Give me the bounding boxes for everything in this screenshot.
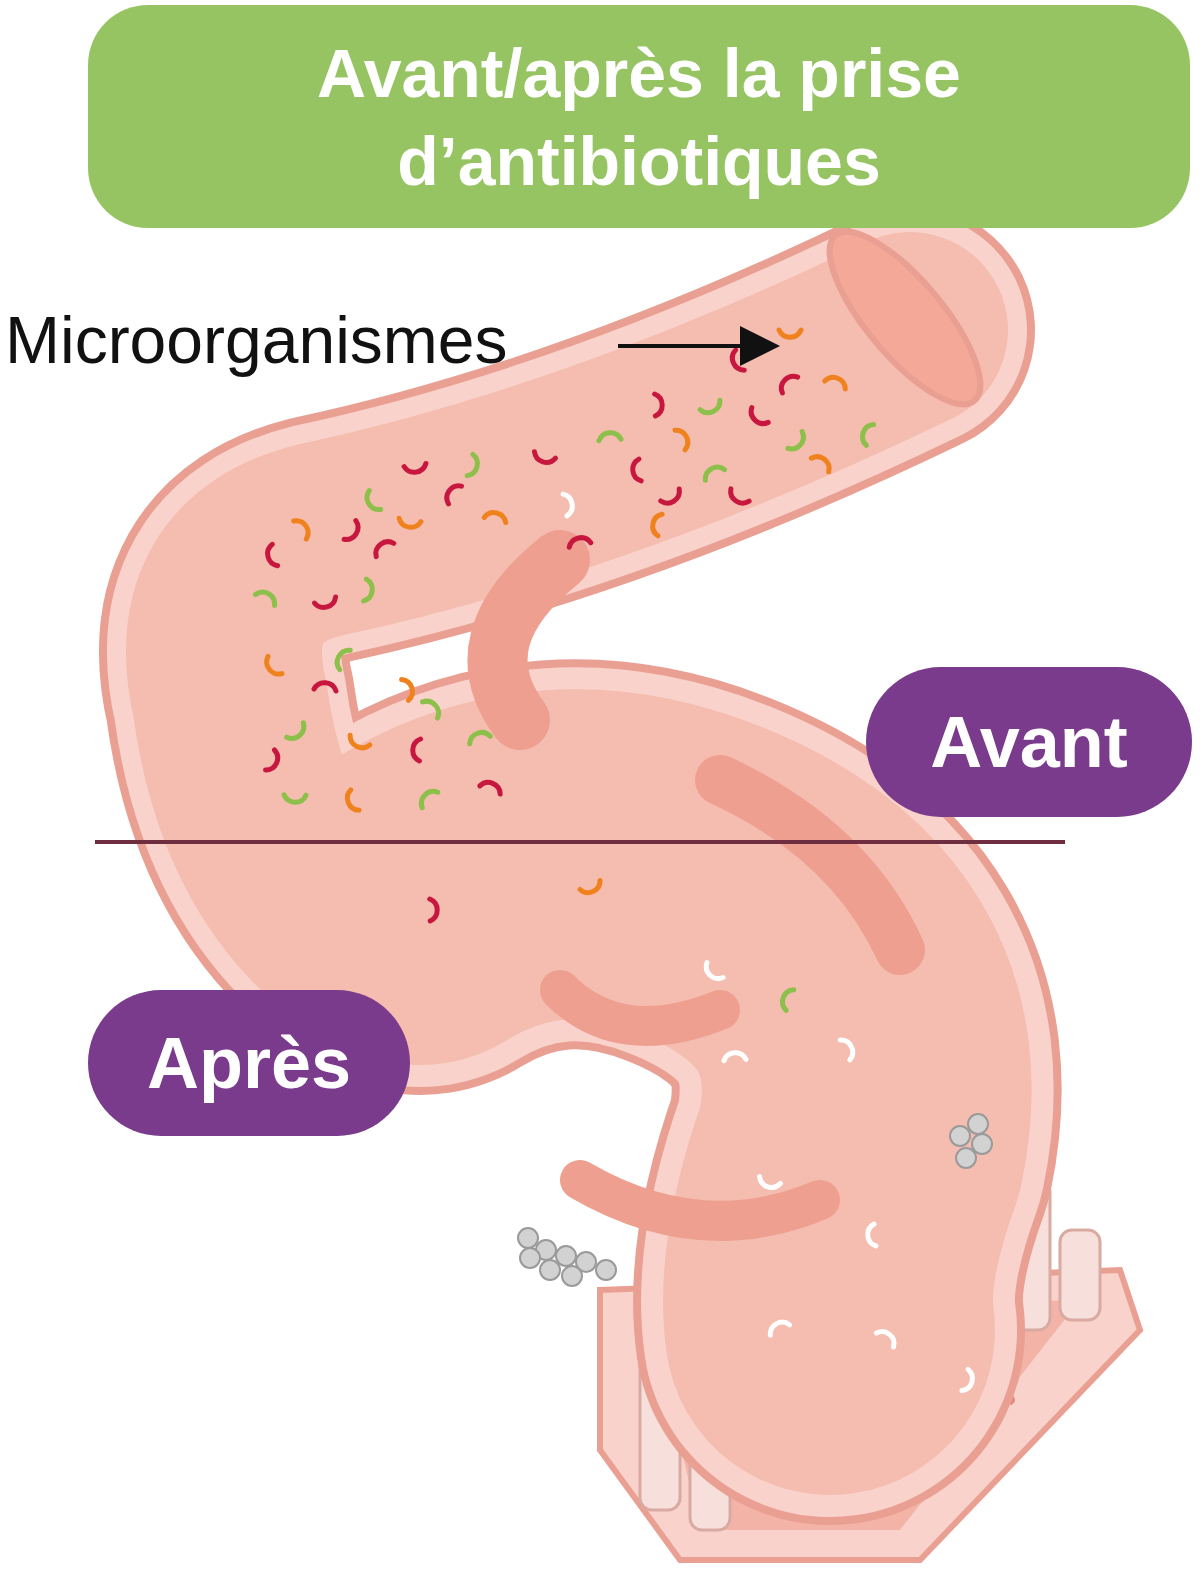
microorganism <box>344 790 359 813</box>
microorganism <box>655 394 663 416</box>
microorganism <box>344 521 362 543</box>
microorganism <box>825 374 848 389</box>
microorganism <box>651 513 662 536</box>
microorganism <box>347 735 370 751</box>
microorganism <box>266 750 282 773</box>
microorganism <box>333 647 350 670</box>
microorganism <box>443 482 462 504</box>
microorganism <box>287 723 308 743</box>
microorganism <box>398 518 421 529</box>
callout-label: Microorganismes <box>5 300 507 380</box>
microorganism <box>675 427 691 450</box>
microorganism <box>467 454 480 477</box>
microorganism <box>484 511 507 523</box>
microorganism <box>363 491 381 514</box>
microorganism <box>430 899 438 921</box>
microorganism <box>779 987 793 1010</box>
microorganism <box>840 1037 856 1060</box>
stage-label: Avant <box>930 700 1127 784</box>
microorganism <box>876 1327 898 1346</box>
microorganism <box>767 1318 790 1335</box>
microorganism <box>632 459 641 482</box>
microorganism <box>700 400 723 416</box>
title-banner: Avant/après la prise d’antibiotiques <box>88 5 1190 228</box>
stage-pill: Après <box>88 990 410 1136</box>
microorganism <box>255 588 278 605</box>
microorganism <box>623 1142 643 1163</box>
microorganism <box>404 463 427 473</box>
microorganism <box>747 408 768 428</box>
microorganism <box>811 453 833 472</box>
microorganism <box>532 452 555 465</box>
microorganism <box>314 597 337 610</box>
separator-line <box>95 840 1065 844</box>
microorganism <box>417 787 438 808</box>
leader-arrow <box>618 344 772 348</box>
stage-pill: Avant <box>866 667 1192 817</box>
microorganism <box>265 544 277 567</box>
microorganism <box>724 1052 746 1060</box>
microorganism <box>294 517 313 539</box>
microorganism <box>702 463 725 480</box>
microorganism <box>402 677 416 700</box>
microorganism <box>860 422 874 445</box>
microorganism <box>729 350 744 373</box>
microorganism <box>777 372 797 393</box>
microorganism <box>702 962 723 982</box>
microorganism <box>788 432 808 453</box>
microorganism <box>364 579 374 602</box>
stage-label: Après <box>147 1021 351 1105</box>
microorganism <box>480 779 503 794</box>
microorganism <box>467 729 490 743</box>
microorganism <box>314 682 337 691</box>
microorganism <box>412 739 420 761</box>
microorganism <box>372 538 394 557</box>
microorganism <box>779 330 801 337</box>
microorganism <box>262 656 281 678</box>
microorganism <box>422 697 442 718</box>
microorganism <box>599 432 621 441</box>
microorganism <box>563 493 574 516</box>
microorganism <box>867 1224 876 1247</box>
microorganism <box>284 795 306 803</box>
microorganism <box>962 1369 975 1392</box>
microorganism <box>757 1177 780 1191</box>
microorganism <box>727 489 749 507</box>
title-text: Avant/après la prise d’antibiotiques <box>209 29 1069 205</box>
microorganism <box>661 489 683 507</box>
microorganism <box>568 536 591 548</box>
microorganism <box>580 881 603 897</box>
